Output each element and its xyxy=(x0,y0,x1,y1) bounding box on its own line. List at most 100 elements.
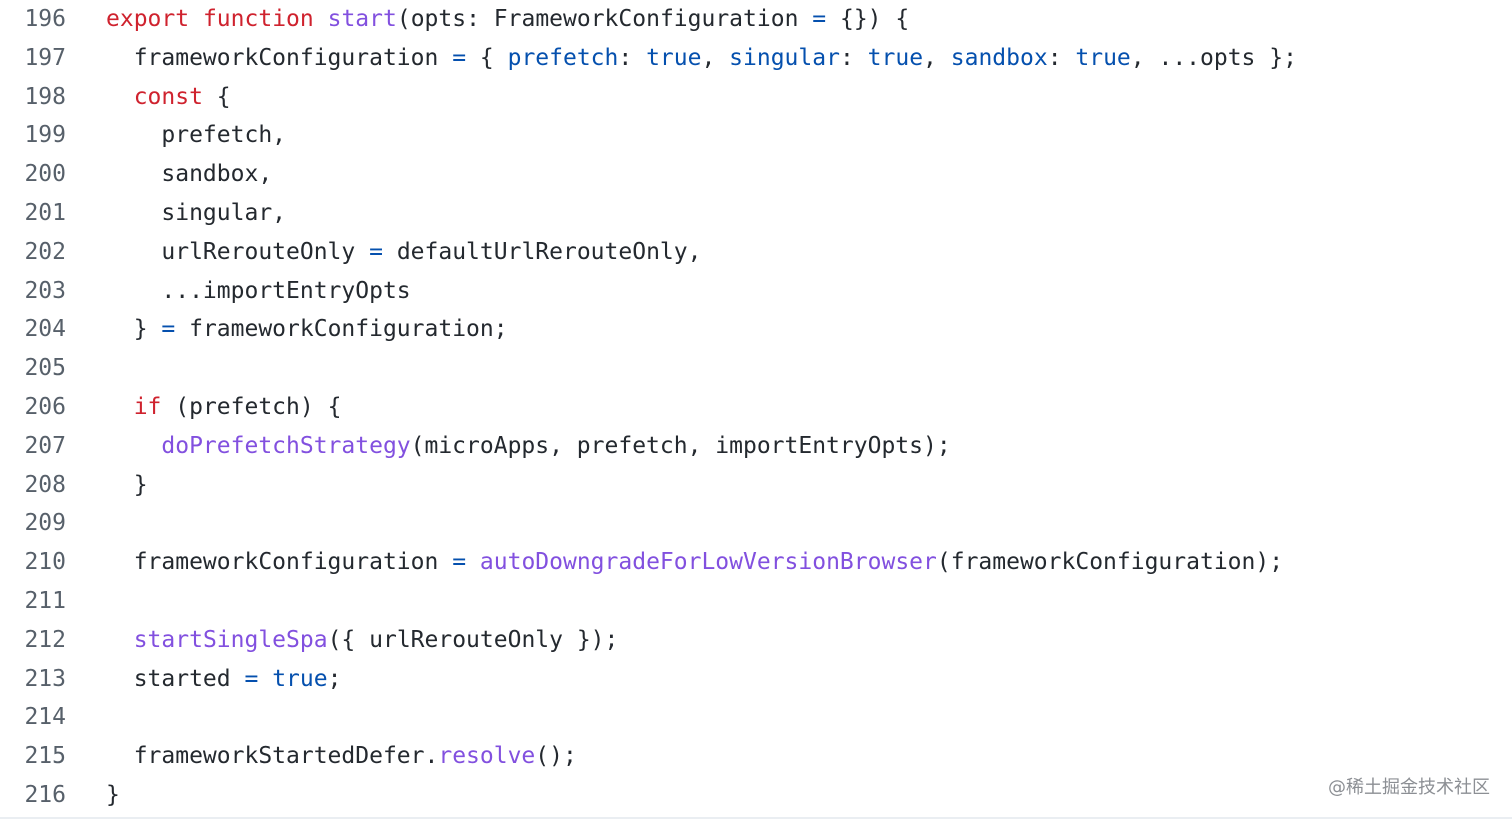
code-token: } xyxy=(106,316,162,343)
code-line: 210 frameworkConfiguration = autoDowngra… xyxy=(0,543,1512,582)
code-token: = xyxy=(812,6,827,32)
code-token: const xyxy=(133,83,203,110)
code-token: start xyxy=(327,6,397,32)
code-token xyxy=(466,549,480,575)
line-content: } xyxy=(106,466,148,505)
code-token: sandbox xyxy=(950,44,1048,71)
code-token: singular xyxy=(729,44,840,71)
code-line: 214 xyxy=(0,698,1512,737)
line-content: } = frameworkConfiguration; xyxy=(106,310,508,349)
line-number[interactable]: 197 xyxy=(24,44,66,71)
line-number[interactable]: 216 xyxy=(24,782,66,808)
line-number[interactable]: 202 xyxy=(24,238,66,265)
code-token: : xyxy=(839,44,868,71)
code-line: 203 ...importEntryOpts xyxy=(0,272,1512,311)
code-token: { xyxy=(202,83,231,110)
code-token: true xyxy=(1075,44,1131,71)
line-number[interactable]: 211 xyxy=(24,588,66,614)
code-token: startSingleSpa xyxy=(133,626,328,653)
line-content: sandbox, xyxy=(106,155,272,194)
code-token: ({ urlRerouteOnly }); xyxy=(327,626,619,653)
line-number[interactable]: 205 xyxy=(24,355,66,382)
line-content: frameworkConfiguration = autoDowngradeFo… xyxy=(106,543,1283,582)
line-number[interactable]: 207 xyxy=(24,432,66,459)
bottom-divider xyxy=(0,817,1512,819)
line-number[interactable]: 199 xyxy=(24,122,66,149)
code-token: (); xyxy=(535,743,577,770)
code-token xyxy=(314,6,328,32)
code-token: urlRerouteOnly xyxy=(106,238,370,265)
code-line: 205 xyxy=(0,349,1512,388)
code-token: doPrefetchStrategy xyxy=(161,432,411,459)
code-line: 197 frameworkConfiguration = { prefetch:… xyxy=(0,39,1512,78)
code-line: 204 } = frameworkConfiguration; xyxy=(0,310,1512,349)
line-number[interactable]: 212 xyxy=(24,626,66,653)
line-number[interactable]: 206 xyxy=(24,394,66,420)
code-token: autoDowngradeForLowVersionBrowser xyxy=(479,549,937,576)
code-token: (frameworkConfiguration); xyxy=(936,549,1284,576)
code-token: singular, xyxy=(106,200,287,226)
code-token: (prefetch) { xyxy=(161,394,342,420)
code-token: , ...opts }; xyxy=(1130,44,1297,71)
line-content: } xyxy=(106,776,120,815)
code-token: frameworkConfiguration xyxy=(106,44,453,71)
code-token: function xyxy=(202,6,314,32)
code-line: 201 singular, xyxy=(0,194,1512,233)
code-line: 198 const { xyxy=(0,78,1512,117)
code-token: = xyxy=(244,665,259,692)
line-number[interactable]: 213 xyxy=(24,665,66,692)
code-token xyxy=(106,394,134,420)
code-token: { xyxy=(466,44,508,71)
line-content: if (prefetch) { xyxy=(106,388,342,427)
line-content: frameworkConfiguration = { prefetch: tru… xyxy=(106,39,1297,78)
line-number[interactable]: 201 xyxy=(24,200,66,226)
code-token xyxy=(106,84,134,110)
code-line: 216} xyxy=(0,776,1512,815)
line-content: prefetch, xyxy=(106,116,286,155)
line-number[interactable]: 209 xyxy=(24,510,66,537)
code-line: 215 frameworkStartedDefer.resolve(); xyxy=(0,737,1512,776)
code-token xyxy=(106,627,134,653)
code-token: prefetch xyxy=(507,44,619,71)
code-line: 208 } xyxy=(0,466,1512,505)
code-token: frameworkStartedDefer. xyxy=(106,743,439,770)
code-token: = xyxy=(452,549,467,576)
code-line: 211 xyxy=(0,582,1512,621)
line-number[interactable]: 204 xyxy=(24,316,66,343)
code-token: (microApps, prefetch, importEntryOpts); xyxy=(410,432,951,459)
code-token: if xyxy=(133,394,162,420)
code-token: } xyxy=(106,782,120,808)
code-token: , xyxy=(701,44,730,71)
line-number[interactable]: 215 xyxy=(24,743,66,770)
code-token xyxy=(258,666,272,692)
line-content: doPrefetchStrategy(microApps, prefetch, … xyxy=(106,427,951,466)
line-number[interactable]: 208 xyxy=(24,471,66,498)
code-token: ...importEntryOpts xyxy=(106,277,411,304)
code-line: 199 prefetch, xyxy=(0,116,1512,155)
line-number[interactable]: 200 xyxy=(24,161,66,188)
line-number[interactable]: 214 xyxy=(24,704,66,731)
code-token xyxy=(189,6,203,32)
code-token: defaultUrlRerouteOnly, xyxy=(382,238,702,265)
line-content: singular, xyxy=(106,194,286,233)
code-line: 202 urlRerouteOnly = defaultUrlRerouteOn… xyxy=(0,233,1512,272)
line-number[interactable]: 198 xyxy=(24,83,66,110)
line-content: export function start(opts: FrameworkCon… xyxy=(106,0,909,39)
line-content: ...importEntryOpts xyxy=(106,272,411,311)
code-token: frameworkConfiguration xyxy=(106,549,453,576)
line-number[interactable]: 196 xyxy=(24,6,66,32)
line-content: urlRerouteOnly = defaultUrlRerouteOnly, xyxy=(106,233,701,272)
code-line: 196 export function start(opts: Framework… xyxy=(0,0,1512,39)
line-number[interactable]: 203 xyxy=(24,277,66,304)
line-number[interactable]: 210 xyxy=(24,549,66,576)
watermark: @稀土掘金技术社区 xyxy=(1328,777,1490,798)
code-line: 212 startSingleSpa({ urlRerouteOnly }); xyxy=(0,621,1512,660)
code-token: frameworkConfiguration; xyxy=(175,316,508,343)
code-token: = xyxy=(369,238,383,265)
code-token: (opts: FrameworkConfiguration xyxy=(396,6,813,32)
code-line: 206 if (prefetch) { xyxy=(0,388,1512,427)
code-token: true xyxy=(867,44,924,71)
code-token: export xyxy=(106,6,190,32)
code-token: started xyxy=(106,665,245,692)
